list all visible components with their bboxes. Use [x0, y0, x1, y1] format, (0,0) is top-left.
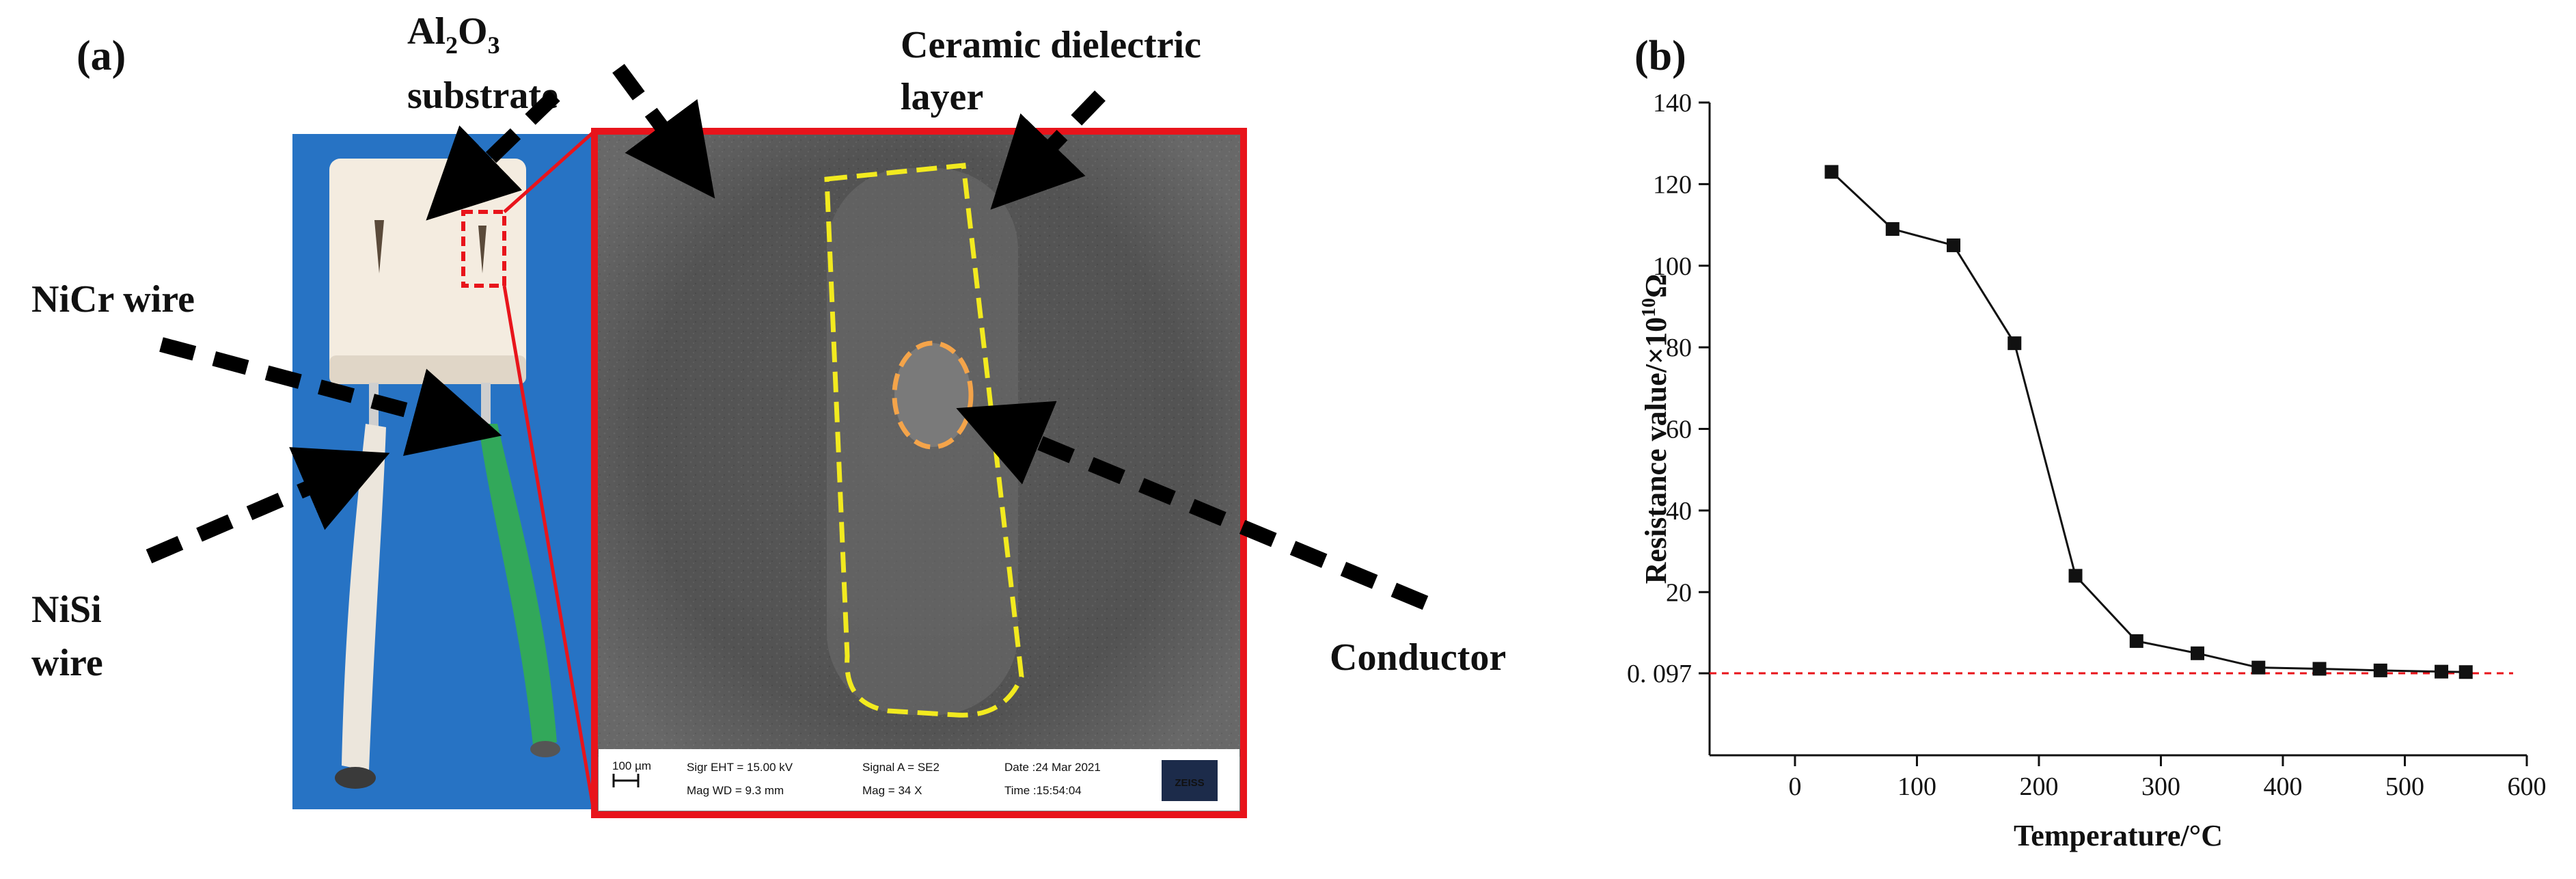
- nisi-wire-label-line2: wire: [31, 642, 103, 684]
- x-tick-label: 500: [2385, 772, 2424, 801]
- ceramic-dielectric-label-line2: layer: [901, 76, 983, 118]
- threshold-label: 0. 097: [1627, 660, 1692, 688]
- data-point: [2251, 660, 2266, 675]
- data-point: [1885, 222, 1900, 236]
- sem-signal: Signal A = SE2: [862, 761, 940, 774]
- ceramic-dielectric-label-line1: Ceramic dielectric: [901, 24, 1201, 66]
- y-tick-label: 100: [1653, 252, 1692, 281]
- data-point: [1947, 238, 1961, 252]
- panel-b-label: (b): [1634, 33, 1686, 79]
- slot-right: [478, 226, 487, 273]
- data-point: [2312, 662, 2327, 676]
- nisi-wire-end: [335, 767, 376, 789]
- series-line: [1831, 171, 2466, 673]
- sem-mag: Mag = 34 X: [862, 784, 922, 797]
- sem-highlight-box: [591, 128, 1247, 818]
- al2o3-label: Al2O3: [407, 10, 500, 59]
- y-tick-label: 40: [1666, 497, 1692, 526]
- y-axis-label: Resistance value/×1010Ω: [1639, 274, 1673, 584]
- arrow-nisi-wire: [146, 447, 390, 564]
- sem-date: Date :24 Mar 2021: [1004, 761, 1101, 774]
- arrow-ceramic-layer: [990, 90, 1106, 210]
- sem-info-bar: [599, 749, 1239, 811]
- data-point: [2191, 646, 2205, 660]
- substrate-shade: [329, 355, 526, 384]
- data-point: [2458, 665, 2473, 679]
- x-tick-label: 200: [2019, 772, 2058, 801]
- y-axis-label-exponent: 10: [1639, 298, 1660, 317]
- scale-label: 100 µm: [612, 759, 651, 772]
- al2o3-substrate-block: [329, 159, 526, 384]
- nicr-wire-end: [530, 741, 560, 757]
- zeiss-logo-box: [1162, 760, 1218, 801]
- sem-sigr-eht: Sigr EHT = 15.00 kV: [687, 761, 793, 774]
- nisi-wire-label-line1: NiSi: [31, 589, 102, 631]
- data-point: [1824, 165, 1839, 179]
- panel-a: (a): [31, 10, 1506, 818]
- sem-image: 100 µm Sigr EHT = 15.00 kV Mag WD = 9.3 …: [591, 128, 1247, 818]
- arrow-substrate-to-sem: [612, 64, 715, 199]
- x-tick-label: 0: [1788, 772, 1801, 801]
- y-tick-label: 120: [1653, 170, 1692, 199]
- conductor-outline: [892, 340, 974, 450]
- annotation-arrows: [146, 64, 1429, 610]
- y-axis-label-main: Resistance value/×10: [1639, 317, 1673, 584]
- resistance-temperature-chart: 0 100 200 300 400 500 600 20 40 60 80 100 120 140 0. 0…: [1627, 89, 2547, 852]
- x-tick-label: 100: [1897, 772, 1936, 801]
- x-tick-label: 400: [2263, 772, 2302, 801]
- arrow-substrate-to-block: [426, 90, 560, 221]
- y-axis-label-unit: Ω: [1639, 274, 1673, 298]
- data-point: [2373, 663, 2387, 677]
- y-tick-label: 20: [1666, 578, 1692, 607]
- data-point: [2435, 664, 2449, 679]
- zoom-line-bottom: [502, 285, 597, 815]
- x-tick-label: 300: [2141, 772, 2180, 801]
- nicr-wire-label: NiCr wire: [31, 278, 195, 321]
- wire-stub-right: [481, 383, 491, 431]
- sem-time: Time :15:54:04: [1004, 784, 1082, 797]
- sem-mag-wd: Mag WD = 9.3 mm: [687, 784, 784, 797]
- x-tick-label: 600: [2508, 772, 2547, 801]
- conductor-core: [894, 343, 971, 447]
- data-point: [2008, 336, 2022, 351]
- data-point: [2129, 634, 2143, 648]
- data-point: [2068, 569, 2083, 583]
- panel-a-label: (a): [77, 33, 126, 79]
- sensor-photo: [292, 134, 594, 809]
- slot-left: [374, 220, 384, 273]
- y-tick-label: 80: [1666, 334, 1692, 362]
- y-tick-label: 140: [1653, 89, 1692, 118]
- conductor-label: Conductor: [1330, 636, 1506, 679]
- panel-b: (b) 0 100 200 300 400 500 600 20 40 60 80 100 120 140…: [1627, 33, 2547, 852]
- x-axis-label: Temperature/°C: [2014, 819, 2223, 852]
- arrow-conductor: [956, 401, 1429, 610]
- dielectric-layer-outline: [824, 163, 1024, 718]
- zeiss-logo: ZEISS: [1175, 777, 1204, 789]
- nicr-wire-sleeve: [478, 424, 557, 745]
- y-tick-label: 60: [1666, 416, 1692, 444]
